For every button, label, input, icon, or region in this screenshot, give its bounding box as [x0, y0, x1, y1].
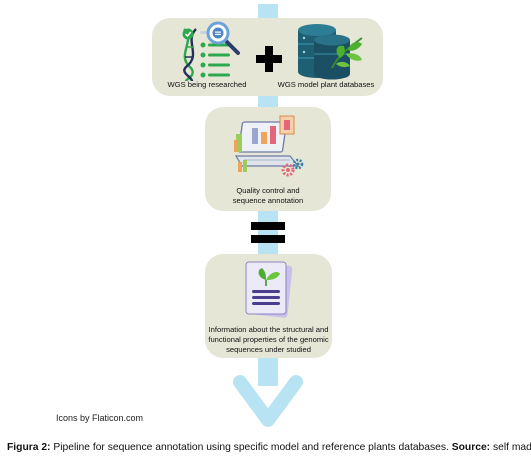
- icon-credit: Icons by Flaticon.com: [56, 413, 144, 423]
- plus-icon: [256, 46, 282, 72]
- caption-text: Pipeline for sequence annotation using s…: [50, 442, 452, 453]
- figure-caption: Figura 2: Pipeline for sequence annotati…: [7, 442, 531, 453]
- equals-icon: [251, 222, 285, 244]
- wgs-research-label: WGS being researched: [167, 80, 247, 89]
- qc-label-line1: Quality control and: [236, 186, 300, 195]
- qc-label-line2: sequence annotation: [232, 196, 304, 205]
- info-label-line1: Information about the structural and: [208, 325, 329, 334]
- info-label-line2: functional properties of the genomic: [208, 335, 329, 344]
- laptop-analytics-icon: [232, 112, 304, 178]
- gear-icon: [280, 158, 304, 178]
- magnifier-icon: [204, 21, 244, 57]
- database-icon: [296, 22, 368, 80]
- caption-source-text: self made.: [492, 442, 531, 453]
- document-plant-icon: [240, 258, 296, 320]
- caption-source-label: Source:: [451, 442, 491, 453]
- info-label-line3: sequences under studied: [226, 345, 311, 354]
- plant-leaf-icon: [326, 34, 368, 70]
- wgs-model-label: WGS model plant databases: [277, 80, 375, 89]
- caption-label: Figura 2:: [7, 442, 51, 453]
